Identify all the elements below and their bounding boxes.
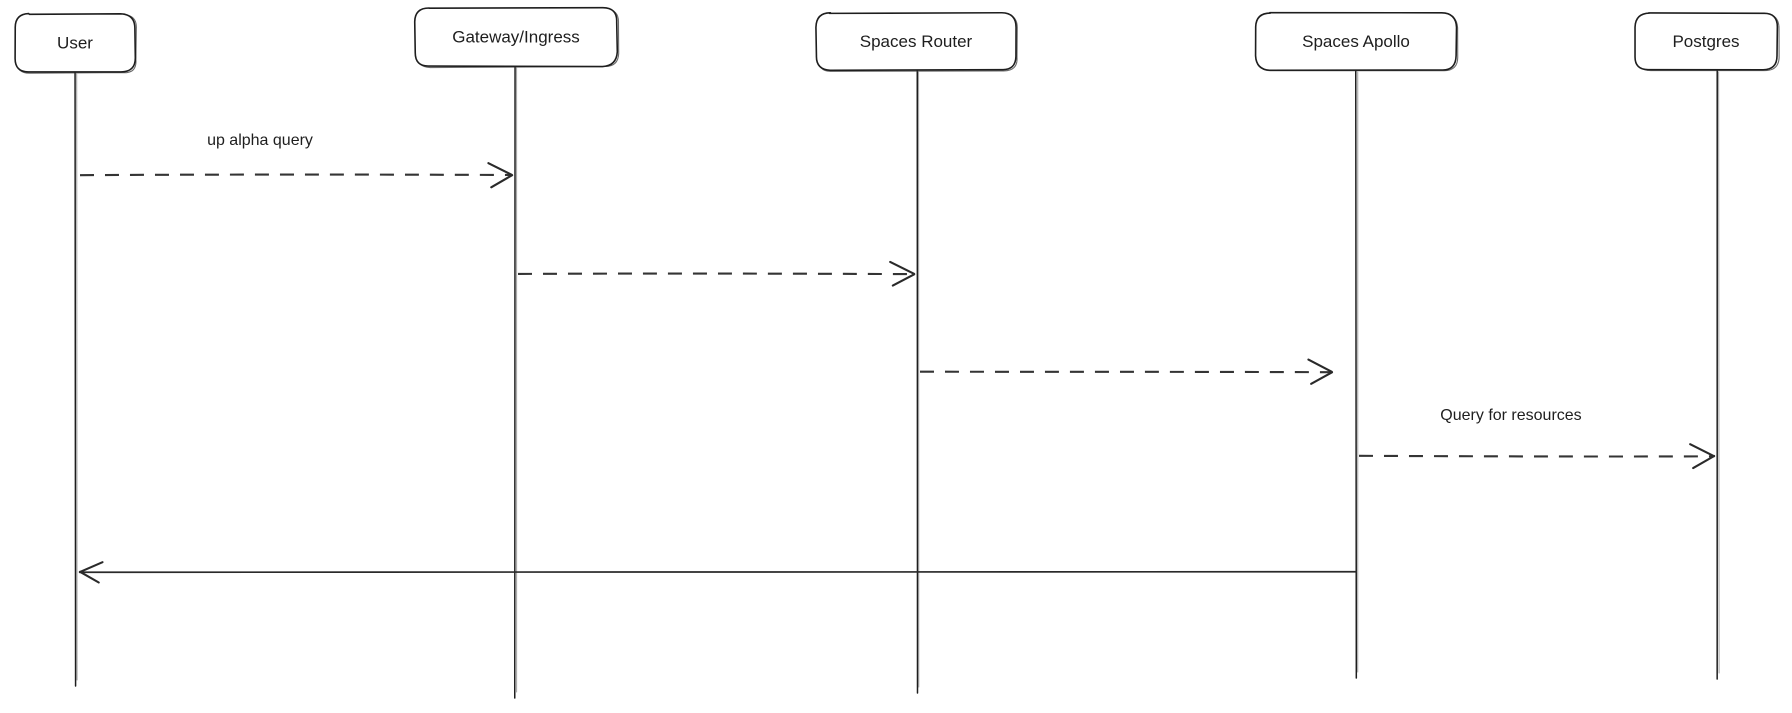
- lifelines-layer: [74, 65, 1720, 699]
- message-line-msg-5: [79, 570, 1357, 574]
- arrowhead-upper-msg-5: [78, 561, 104, 574]
- participant-box-user[interactable]: [14, 12, 137, 73]
- message-msg-5[interactable]: [78, 561, 1357, 584]
- participant-user[interactable]: User: [14, 12, 137, 74]
- message-line-msg-2: [517, 272, 915, 276]
- lifeline-apollo: [1354, 69, 1358, 679]
- participant-label-user: User: [57, 33, 93, 52]
- participant-label-apollo: Spaces Apollo: [1302, 32, 1410, 51]
- arrowhead-upper-msg-1: [487, 162, 513, 176]
- message-line-msg-1: [79, 173, 513, 177]
- arrowhead-lower-msg-4: [1692, 454, 1716, 470]
- message-label-msg-1: up alpha query: [207, 132, 313, 149]
- messages-layer: [78, 162, 1716, 584]
- arrowhead-upper-msg-4: [1689, 443, 1716, 458]
- message-msg-2[interactable]: [517, 260, 916, 287]
- participant-box-gateway[interactable]: [413, 6, 619, 68]
- participant-label-gateway: Gateway/Ingress: [452, 27, 580, 46]
- participant-postgres[interactable]: Postgres: [1634, 12, 1780, 72]
- participants-layer: User Gateway/Ingress Spaces Router Spaces A…: [14, 6, 1780, 74]
- lifeline-user: [74, 71, 77, 687]
- arrowhead-upper-msg-2: [889, 260, 916, 275]
- message-label-msg-4: Query for resources: [1440, 407, 1581, 424]
- arrowhead-lower-msg-3: [1310, 371, 1334, 385]
- arrowhead-lower-msg-5: [79, 570, 100, 584]
- participant-gateway[interactable]: Gateway/Ingress: [413, 6, 620, 69]
- participant-router[interactable]: Spaces Router: [815, 11, 1018, 72]
- arrowhead-lower-msg-2: [891, 273, 916, 287]
- message-msg-3[interactable]: [919, 358, 1334, 385]
- participant-label-router: Spaces Router: [860, 32, 973, 51]
- message-msg-1[interactable]: [79, 162, 514, 189]
- arrowhead-lower-msg-1: [490, 174, 514, 189]
- message-line-msg-4: [1358, 454, 1715, 458]
- participant-label-postgres: Postgres: [1672, 32, 1739, 51]
- participant-box-apollo[interactable]: [1254, 11, 1458, 72]
- participant-box-postgres[interactable]: [1634, 12, 1779, 71]
- message-msg-4[interactable]: [1358, 443, 1716, 470]
- arrowhead-upper-msg-3: [1307, 358, 1333, 373]
- participant-box-router[interactable]: [815, 11, 1017, 72]
- participant-apollo[interactable]: Spaces Apollo: [1254, 11, 1459, 72]
